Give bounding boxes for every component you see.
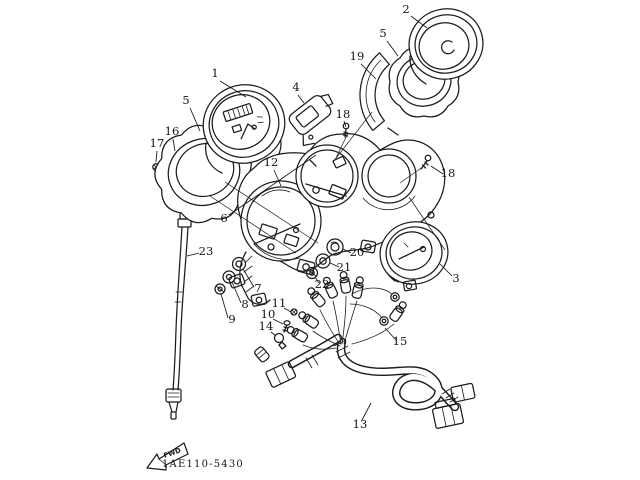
fuel-gauge xyxy=(379,221,449,292)
callout-number-17: 17 xyxy=(150,136,165,150)
callout-number-7: 7 xyxy=(254,281,261,295)
callout-number-13: 13 xyxy=(353,417,368,431)
callout-number-2: 2 xyxy=(402,2,409,16)
speedometer-face xyxy=(222,103,264,140)
callout-leader-23 xyxy=(186,252,200,257)
screw-11 xyxy=(290,308,298,316)
washer-8 xyxy=(222,270,236,284)
callout-leader-5 xyxy=(189,107,201,132)
callout-leader-20 xyxy=(342,248,352,254)
grommet-20 xyxy=(326,238,344,256)
callout-leader-6 xyxy=(228,154,317,216)
callout-number-1: 1 xyxy=(211,66,218,80)
connector-block-small xyxy=(450,382,476,403)
callout-number-15: 15 xyxy=(393,334,408,348)
callout-leader-1 xyxy=(219,80,247,98)
callout-number-9: 9 xyxy=(228,312,235,326)
callout-leader-4 xyxy=(297,94,305,104)
washer-9 xyxy=(214,283,226,295)
nut-7 xyxy=(231,256,247,272)
callout-number-12: 12 xyxy=(264,155,279,169)
callout-number-18: 18 xyxy=(336,107,351,121)
wiring-harness xyxy=(265,271,476,429)
grommet-21 xyxy=(315,253,331,269)
part-number-label: 1AE110-5430 xyxy=(162,459,244,470)
callout-leader-12 xyxy=(273,169,282,187)
callout-leader-13 xyxy=(361,402,372,421)
callout-leader-15 xyxy=(384,327,397,341)
callout-number-10: 10 xyxy=(261,307,276,321)
callout-leader-17 xyxy=(155,150,158,163)
callout-number-4: 4 xyxy=(292,80,299,94)
callout-leader-2 xyxy=(410,15,428,29)
callout-number-20: 20 xyxy=(350,245,365,259)
callout-leader-21 xyxy=(329,262,340,268)
callout-number-8: 8 xyxy=(241,297,248,311)
connector-block-large xyxy=(431,397,465,429)
callout-number-3: 3 xyxy=(452,271,459,285)
callout-number-21: 21 xyxy=(337,260,352,274)
callout-number-6: 6 xyxy=(220,211,227,225)
callout-leader-8 xyxy=(231,281,242,304)
callout-leader-9 xyxy=(220,293,229,319)
callout-number-22: 22 xyxy=(315,277,330,291)
callout-number-5: 5 xyxy=(182,93,189,107)
middle-opening-internals xyxy=(305,155,347,200)
meter-bracket xyxy=(359,52,399,136)
tachometer-gauge xyxy=(408,8,484,85)
connector-left xyxy=(265,361,297,388)
callout-number-11: 11 xyxy=(272,296,287,310)
callout-number-19: 19 xyxy=(350,49,365,63)
callout-leader-3 xyxy=(439,263,453,277)
callout-number-14: 14 xyxy=(259,319,274,333)
callout-leader-18 xyxy=(343,120,347,128)
assembly-axis-lines xyxy=(209,111,446,254)
bulb-sockets xyxy=(286,271,407,343)
callout-leader-5 xyxy=(386,40,399,57)
harness-wires xyxy=(302,287,395,350)
screw-10 xyxy=(282,320,291,333)
callout-leader-10 xyxy=(272,318,284,325)
nut-22 xyxy=(305,266,319,280)
callout-number-16: 16 xyxy=(165,124,180,138)
screw-18-left xyxy=(342,122,350,138)
callout-number-5: 5 xyxy=(379,26,386,40)
callout-leader-19 xyxy=(360,63,377,80)
bulb-14 xyxy=(254,332,287,363)
callout-leader-22 xyxy=(314,276,320,284)
callout-leader-11 xyxy=(283,307,292,313)
callout-leader-14 xyxy=(270,331,277,337)
callout-number-18: 18 xyxy=(441,166,456,180)
callout-number-23: 23 xyxy=(199,244,214,258)
callout-leader-16 xyxy=(172,138,176,152)
reset-knob-unit xyxy=(288,93,334,147)
callout-leader-7 xyxy=(242,268,255,288)
callout-leader-18 xyxy=(430,165,444,175)
